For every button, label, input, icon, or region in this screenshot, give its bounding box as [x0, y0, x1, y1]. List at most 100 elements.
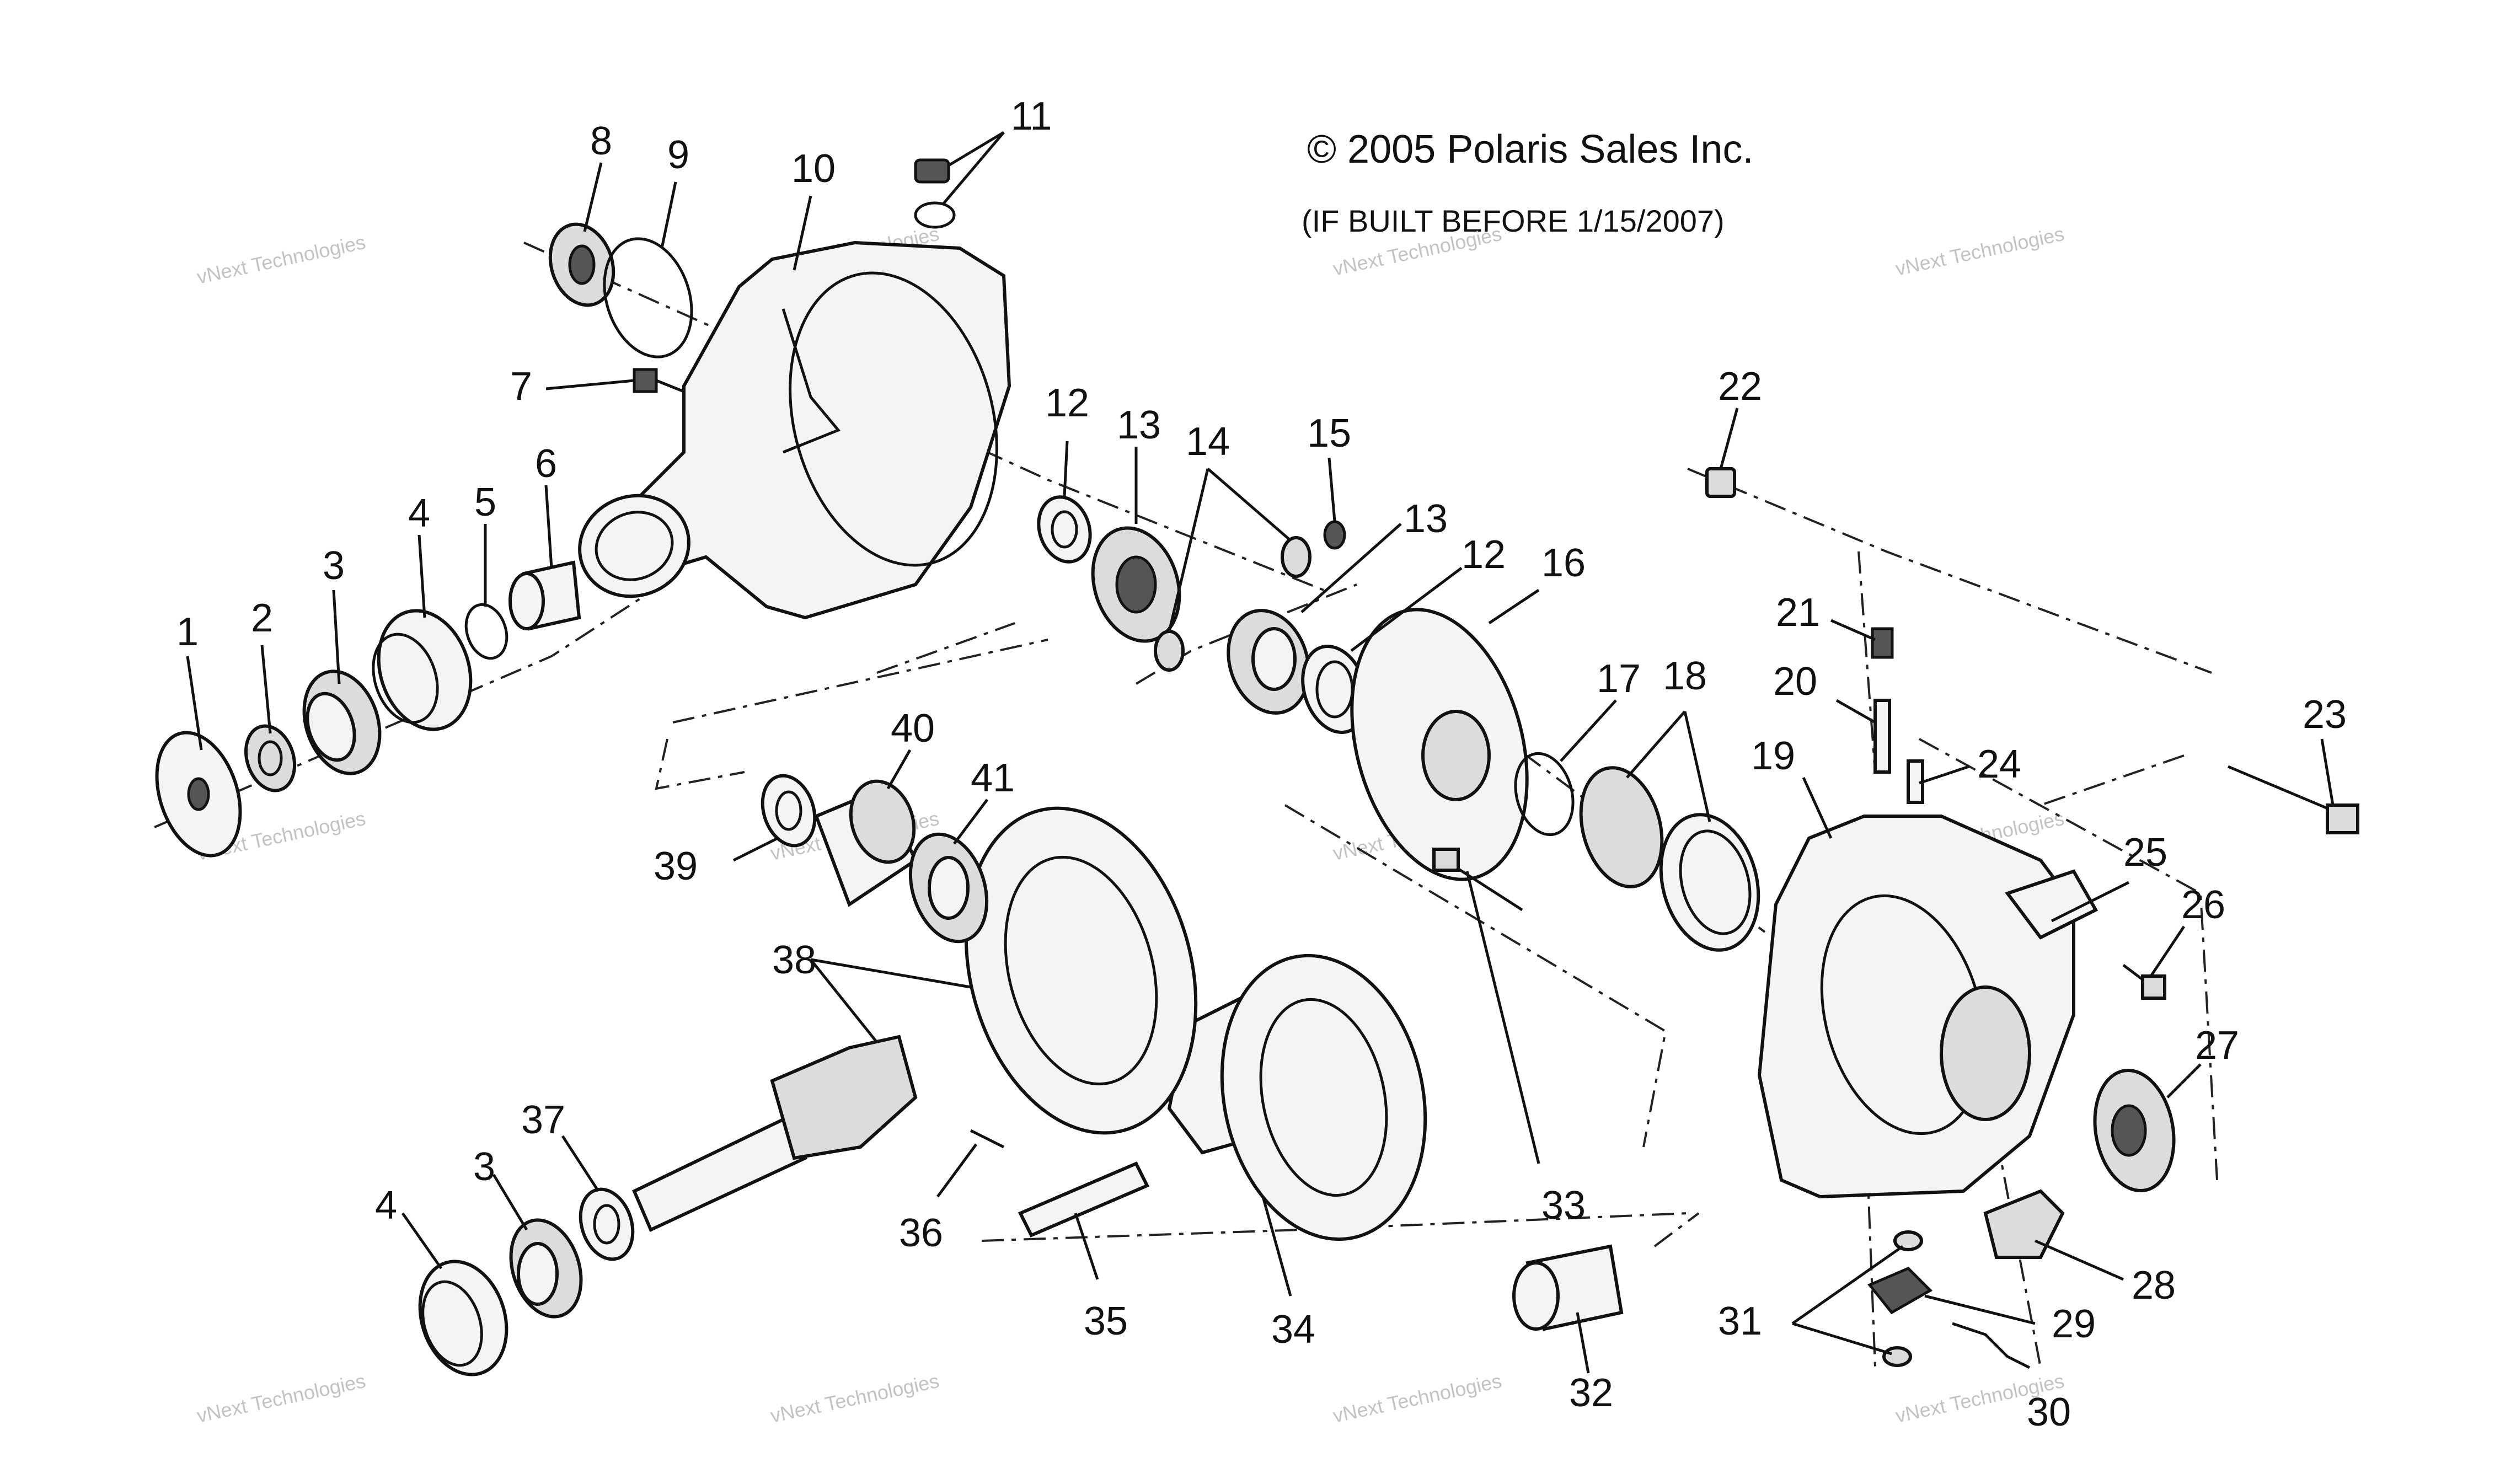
part-18-bearing-and-race — [1579, 766, 1760, 952]
part-33-bolt — [1432, 848, 1523, 912]
part-39-shim — [761, 774, 817, 848]
callout-25: 25 — [2123, 831, 2167, 875]
part-14-pin — [1154, 536, 1311, 672]
part-25-bracket — [2005, 869, 2098, 940]
callout-14: 14 — [1186, 420, 1230, 464]
callout-39: 39 — [654, 844, 698, 888]
part-21-spring — [1871, 627, 1894, 659]
part-32-bushing — [1512, 1244, 1624, 1331]
callout-22: 22 — [1718, 365, 1762, 409]
callout-30: 30 — [2027, 1390, 2071, 1434]
callout-27: 27 — [2195, 1024, 2239, 1068]
part-13-bevel-gear-lower — [1227, 609, 1310, 715]
callout-35: 35 — [1084, 1299, 1128, 1343]
part-17-snap-ring — [1514, 752, 1575, 837]
callout-15: 15 — [1307, 411, 1351, 456]
callout-34: 34 — [1271, 1308, 1315, 1352]
callout-7: 7 — [510, 365, 532, 409]
part-9-o-ring — [603, 237, 693, 358]
callout-24: 24 — [1977, 742, 2021, 786]
callout-41: 41 — [971, 756, 1015, 800]
callout-9: 9 — [667, 133, 689, 177]
callout-18: 18 — [1663, 654, 1707, 698]
part-6-bushing — [508, 560, 581, 631]
part-41-bearing — [908, 832, 989, 944]
svg-text:vNext Technologies: vNext Technologies — [1331, 1369, 1503, 1427]
svg-text:vNext Technologies: vNext Technologies — [768, 1369, 941, 1427]
part-3-bearing-lower — [509, 1218, 583, 1319]
part-7-bolt — [633, 368, 684, 393]
callout-13-lower: 13 — [1404, 497, 1448, 541]
part-15-pin — [1323, 520, 1346, 550]
callout-16: 16 — [1541, 541, 1586, 585]
part-40-race — [814, 779, 918, 907]
part-29-lever — [1867, 1267, 1933, 1315]
callout-6: 6 — [535, 442, 557, 486]
build-date-note: (IF BUILT BEFORE 1/15/2007) — [1302, 203, 1725, 238]
callout-23: 23 — [2303, 693, 2347, 737]
leader-lines — [186, 131, 2335, 1374]
svg-text:vNext Technologies: vNext Technologies — [195, 1369, 367, 1427]
callout-20: 20 — [1773, 660, 1817, 704]
part-4-race-lower — [418, 1260, 508, 1376]
part-11-plug-and-washer — [914, 158, 956, 229]
callout-13: 13 — [1117, 403, 1161, 447]
part-30-spring — [1952, 1322, 2031, 1369]
callout-38: 38 — [772, 938, 816, 982]
part-26-bolt — [2122, 964, 2166, 1000]
part-22-nut — [1705, 467, 1736, 498]
part-16-drive-plate — [1350, 608, 1529, 881]
callout-12: 12 — [1045, 381, 1089, 425]
part-5-snap-ring — [464, 603, 508, 660]
callout-40: 40 — [891, 706, 935, 751]
callout-12-lower: 12 — [1462, 533, 1506, 577]
part-19-rear-housing — [1757, 815, 2075, 1199]
part-1-washer — [155, 731, 242, 858]
part-27-coupler — [2093, 1068, 2176, 1193]
assembly-lines — [154, 242, 2218, 1368]
callout-3-lower: 3 — [473, 1145, 495, 1189]
svg-text:vNext Technologies: vNext Technologies — [1893, 222, 2066, 280]
callout-21: 21 — [1776, 591, 1820, 635]
callout-2: 2 — [251, 596, 273, 640]
part-2-nut — [244, 724, 297, 792]
part-3-bearing — [302, 669, 382, 775]
callout-1: 1 — [176, 610, 199, 654]
part-8-seal — [548, 222, 615, 307]
callout-11: 11 — [1011, 94, 1052, 138]
watermark: vNext Technologies — [1331, 1369, 1503, 1427]
part-23-bolt — [2228, 765, 2359, 834]
part-35-cross-shaft — [1018, 1161, 1150, 1237]
part-38-ring-and-pinion — [632, 806, 1198, 1233]
callout-37: 37 — [521, 1098, 565, 1142]
part-28-shift-fork — [1983, 1189, 2065, 1259]
callout-36: 36 — [899, 1211, 943, 1255]
callout-5: 5 — [474, 480, 496, 524]
part-4-race — [372, 609, 473, 731]
watermark: vNext Technologies — [1893, 222, 2066, 280]
copyright-text: © 2005 Polaris Sales Inc. — [1307, 127, 1753, 172]
callouts: 1 2 3 4 5 6 7 8 9 10 11 12 13 14 15 12 1… — [176, 94, 2347, 1434]
part-34-differential-case — [1167, 953, 1427, 1241]
callout-29: 29 — [2052, 1302, 2096, 1346]
watermark: vNext Technologies — [768, 1369, 941, 1427]
callout-3: 3 — [323, 544, 345, 588]
callout-33: 33 — [1541, 1183, 1586, 1228]
callout-4-lower: 4 — [375, 1183, 397, 1228]
part-36-roll-pin — [970, 1129, 1005, 1149]
part-10-front-housing — [578, 240, 1011, 620]
callout-17: 17 — [1597, 657, 1641, 701]
callout-26: 26 — [2181, 883, 2225, 927]
callout-10: 10 — [791, 147, 836, 191]
watermark: vNext Technologies — [195, 231, 367, 288]
watermark: vNext Technologies — [195, 1369, 367, 1427]
part-12-thrust-washer — [1037, 495, 1092, 564]
svg-text:vNext Technologies: vNext Technologies — [195, 231, 367, 288]
part-37-washer — [579, 1187, 635, 1261]
callout-32: 32 — [1569, 1371, 1613, 1415]
callout-8: 8 — [590, 119, 612, 163]
part-13-bevel-gear — [1091, 526, 1181, 643]
part-20-dowel — [1873, 699, 1891, 774]
callout-19: 19 — [1751, 734, 1795, 778]
